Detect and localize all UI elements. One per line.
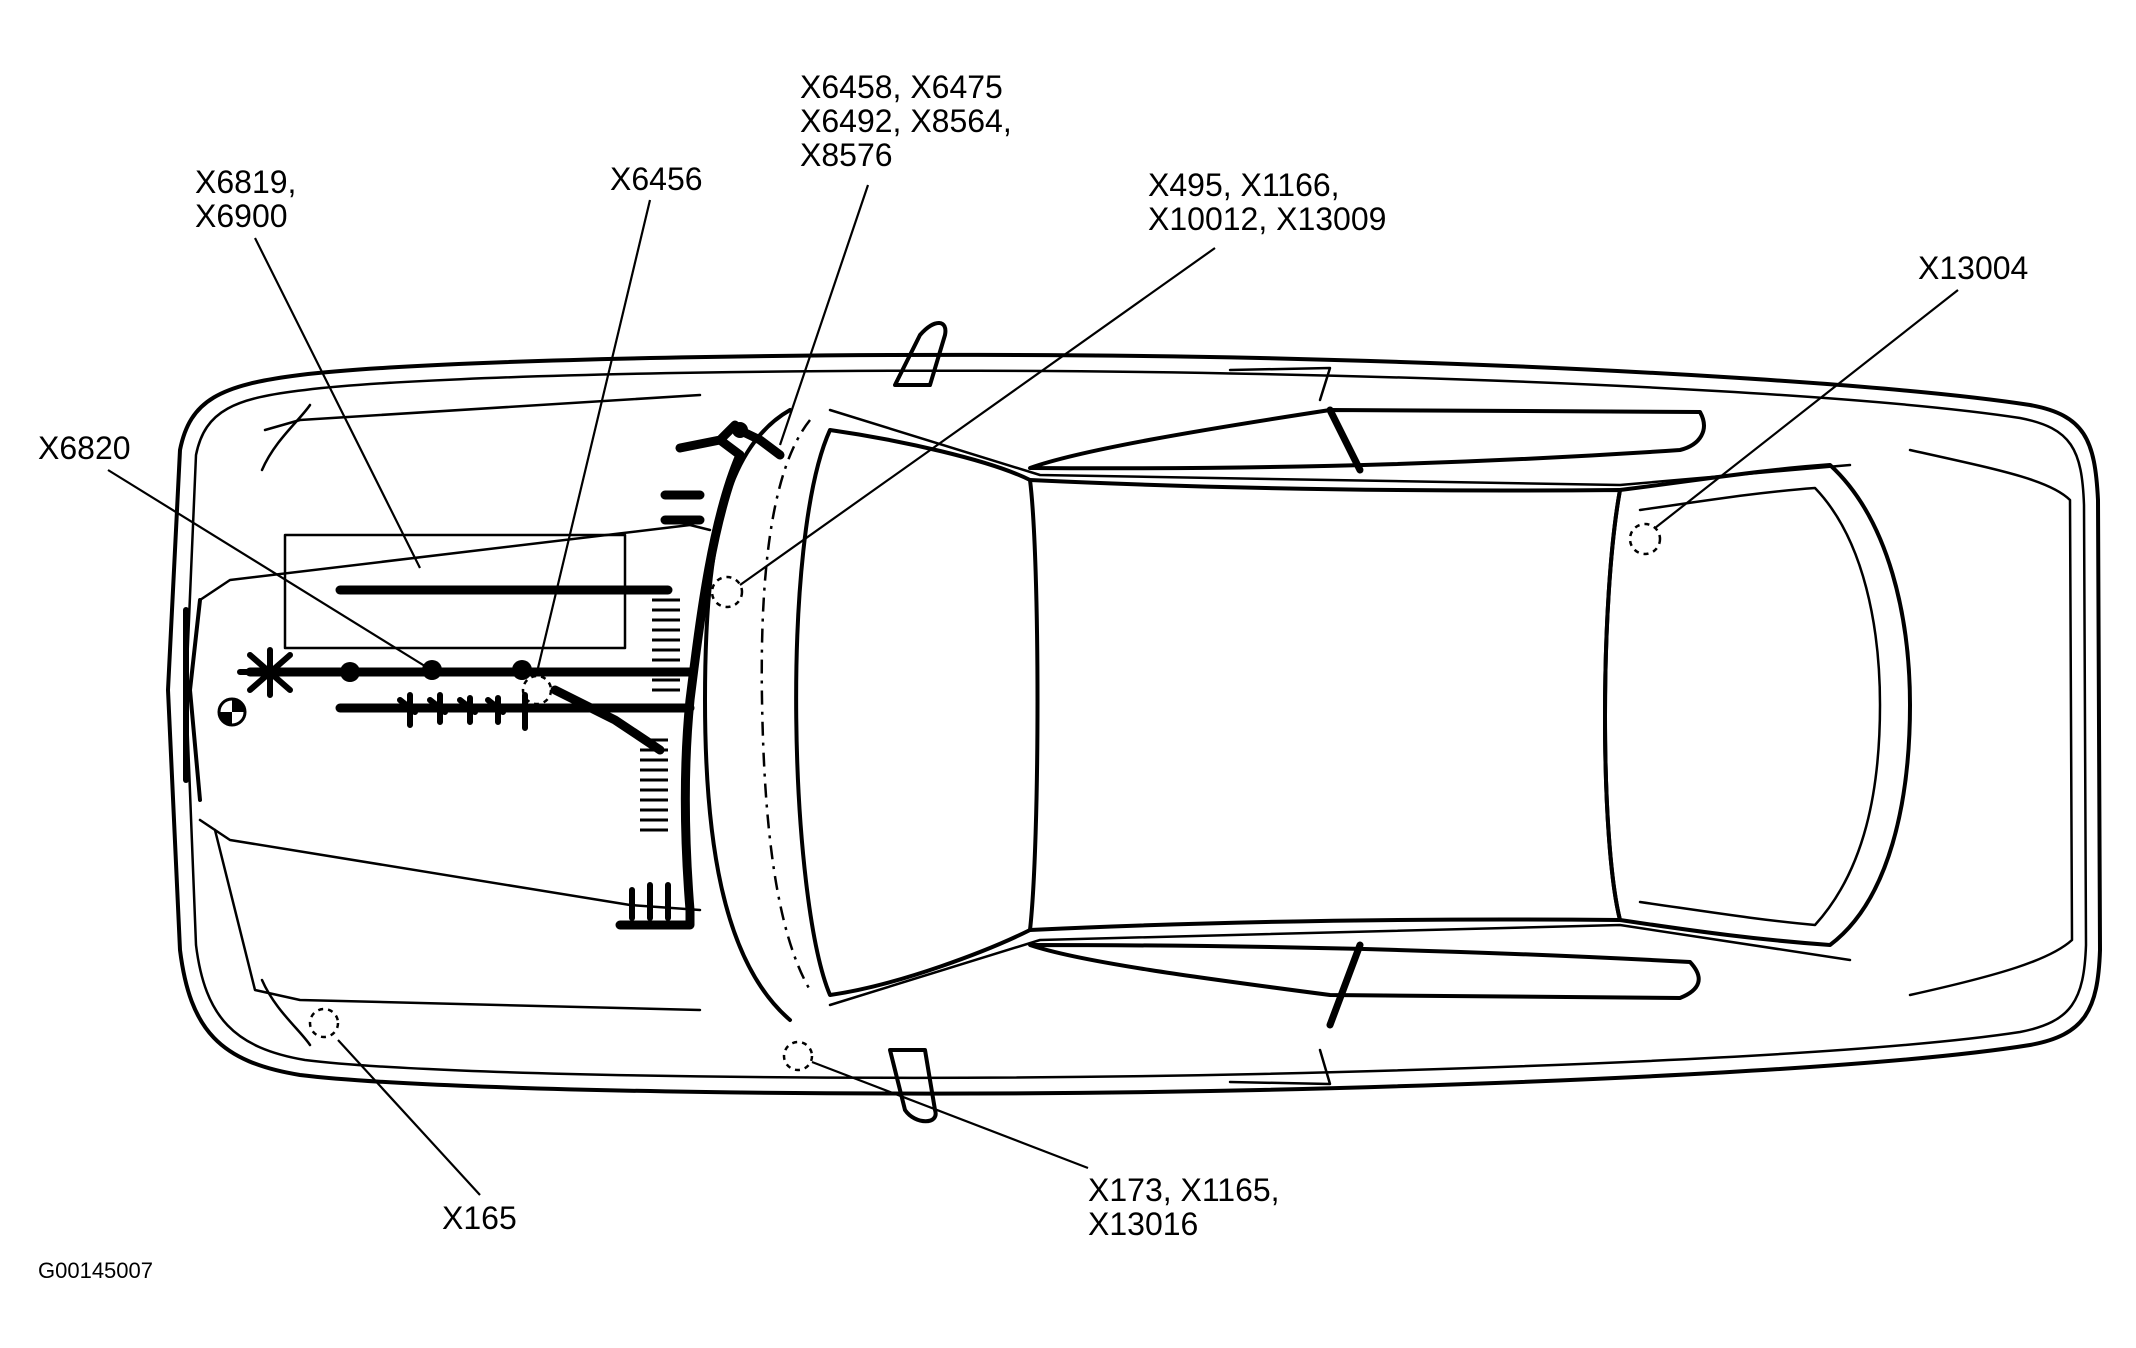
- location-x6456: [521, 674, 553, 706]
- label-x173-line2: X13016: [1088, 1206, 1198, 1242]
- leader-x6456: [536, 199, 652, 669]
- car-top-view: [166, 321, 2102, 1124]
- star-connector-icon: [237, 647, 303, 698]
- leader-lines: [107, 184, 1959, 1196]
- leader-x173: [811, 1060, 1089, 1170]
- rear-window: [1603, 463, 1912, 947]
- front-grille: [188, 598, 202, 802]
- car-body-inner-line-2: [260, 403, 312, 1047]
- label-x495-line2: X10012, X13009: [1148, 201, 1386, 237]
- harness-node-2: [422, 660, 442, 680]
- location-x13004: [1628, 522, 1662, 556]
- harness-top-connector-dot: [732, 422, 748, 438]
- harness-node-1: [340, 662, 360, 682]
- roof-outline: [1028, 478, 1622, 932]
- door-seam-upper: [1228, 366, 1332, 402]
- label-x6458-line3: X8576: [800, 137, 893, 173]
- roof-side-lower: [828, 923, 1852, 1007]
- side-window-upper: [1028, 408, 1706, 471]
- mirror-upper: [893, 321, 948, 387]
- leader-x6819: [254, 237, 421, 569]
- label-x6819-line1: X6819,: [195, 164, 296, 200]
- label-x6456: X6456: [610, 161, 703, 197]
- harness-ticks: [397, 692, 528, 731]
- engine-bay: [217, 420, 785, 930]
- mirror-lower: [888, 1048, 938, 1124]
- figure-code: G00145007: [38, 1258, 153, 1283]
- windshield-glass: [794, 428, 1040, 997]
- hood-crease-upper: [198, 523, 712, 602]
- roof-side-upper: [828, 408, 1852, 487]
- harness-node-3: [512, 660, 532, 680]
- label-x6819-line2: X6900: [195, 198, 288, 234]
- car-body-outline: [166, 352, 2102, 1096]
- rear-window-inner: [1638, 486, 1882, 927]
- hood-emblem-icon: [217, 697, 247, 727]
- windshield-base: [703, 408, 792, 1022]
- car-body-inner-line: [184, 369, 2088, 1079]
- label-x6458-line1: X6458, X6475: [800, 69, 1003, 105]
- harness-bottom-hook: [615, 905, 695, 930]
- leader-x165: [337, 1039, 481, 1196]
- label-x173-line1: X173, X1165,: [1088, 1172, 1280, 1208]
- b-pillar-lower: [1326, 941, 1364, 1029]
- leader-x13004: [1654, 289, 1959, 529]
- b-pillar-upper: [1326, 406, 1364, 474]
- leader-x495: [739, 247, 1216, 586]
- callout-labels: X6458, X6475 X6492, X8564, X8576 X6819, …: [38, 69, 2028, 1283]
- door-seam-lower: [1228, 1048, 1332, 1086]
- leader-x6820: [107, 469, 429, 669]
- label-x13004: X13004: [1918, 250, 2028, 286]
- label-x6820: X6820: [38, 430, 131, 466]
- harness-top-branch: [660, 420, 745, 525]
- trunk-lid: [1908, 448, 2074, 997]
- harness-vertical-cowl: [680, 450, 745, 915]
- fender-comb-upper: [640, 598, 680, 832]
- location-x173: [782, 1040, 814, 1072]
- cowl-dashed-line: [760, 419, 812, 991]
- label-x165: X165: [442, 1200, 517, 1236]
- location-x495: [710, 575, 744, 609]
- harness-bottom-comb: [629, 882, 671, 921]
- label-x6458-line2: X6492, X8564,: [800, 103, 1012, 139]
- label-x495-line1: X495, X1166,: [1148, 167, 1340, 203]
- connector-locations: [308, 522, 1662, 1072]
- hood-left-edge: [263, 393, 702, 432]
- hood-crease-lower: [198, 818, 702, 912]
- leader-x6458: [778, 184, 870, 446]
- side-window-lower: [1028, 943, 1701, 1000]
- hood-right-edge: [213, 828, 702, 1012]
- location-x165: [308, 1007, 340, 1039]
